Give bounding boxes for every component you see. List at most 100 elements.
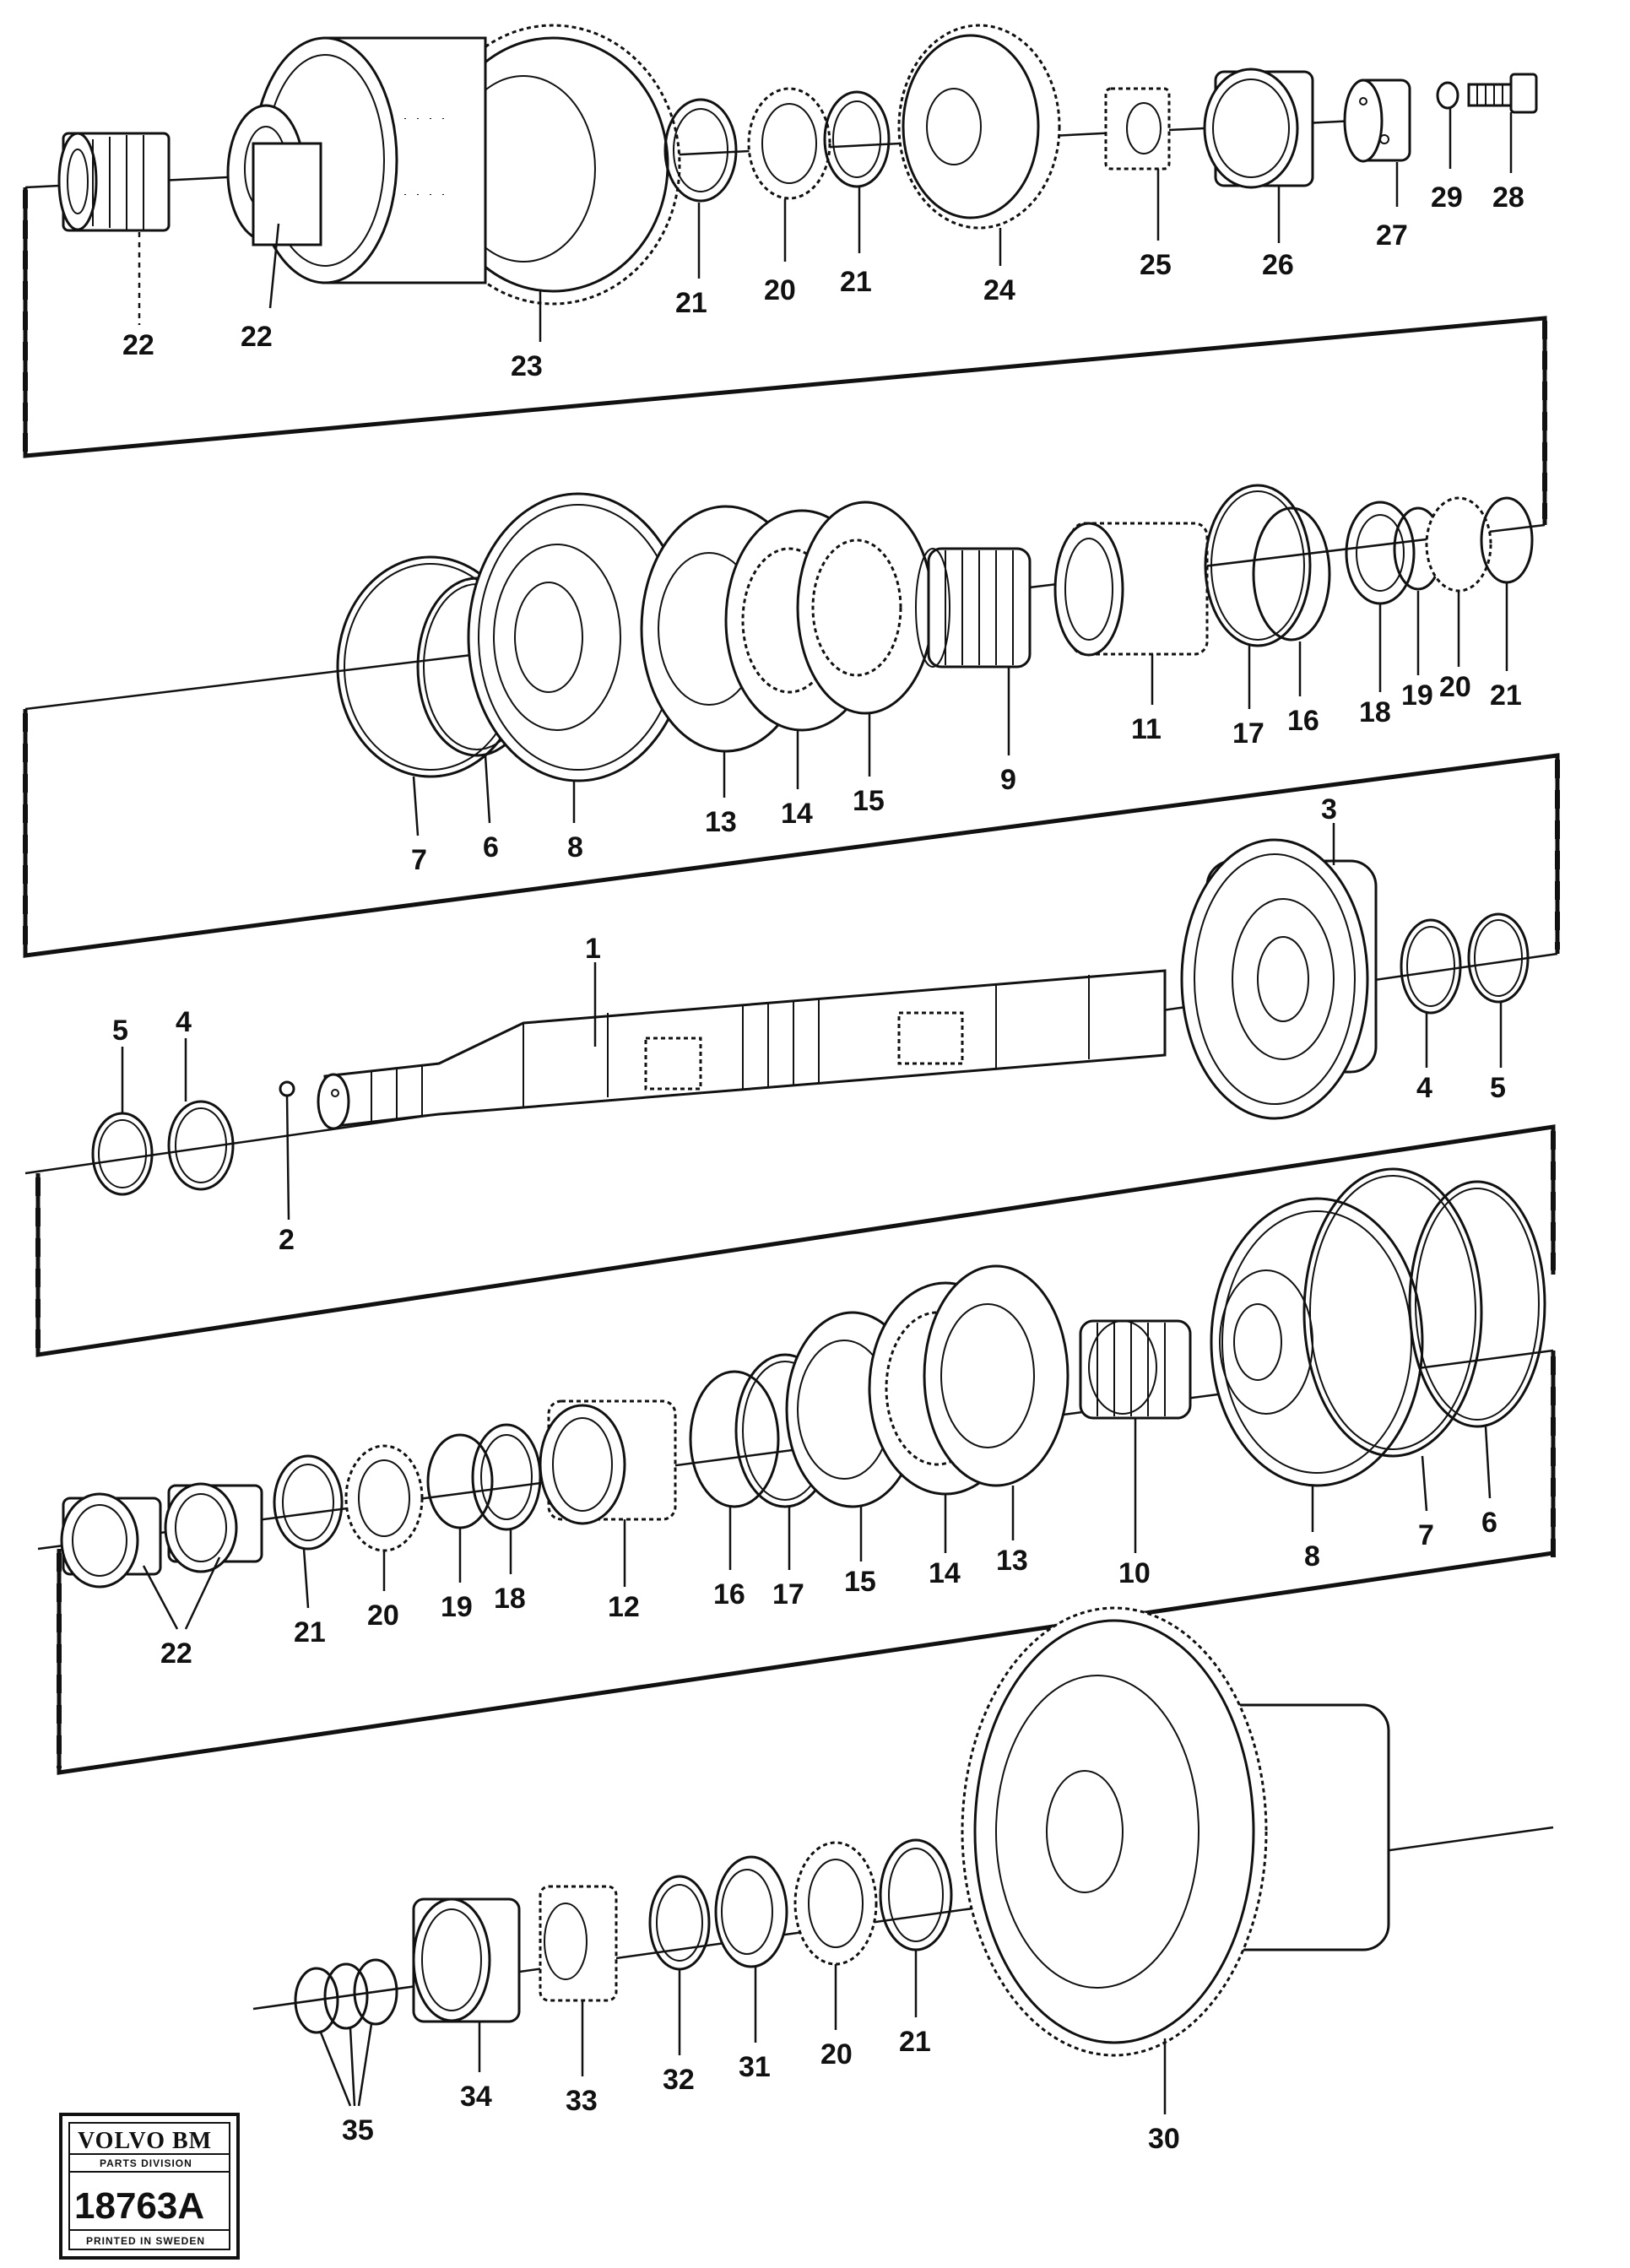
bolt-28: [1467, 73, 1538, 114]
callout-31: 31: [739, 2051, 771, 2083]
ring-16b: [689, 1370, 780, 1508]
callout-6: 6: [483, 831, 499, 863]
callout-2: 2: [279, 1224, 295, 1256]
ball-2: [279, 1080, 295, 1097]
assembly-frame: [23, 187, 1560, 1775]
row-1-leaders: [138, 108, 1513, 342]
callout-20: 20: [820, 2038, 853, 2070]
callout-18: 18: [1359, 696, 1391, 728]
callout-1: 1: [585, 933, 601, 965]
callout-11: 11: [1131, 713, 1162, 745]
sleeve-34: [412, 1897, 521, 2023]
pinion-25: [1104, 87, 1171, 171]
gear-drum-23: [226, 24, 681, 306]
callout-19: 19: [1401, 679, 1433, 712]
end-cap-27: [1343, 78, 1411, 163]
callout-8: 8: [567, 831, 583, 863]
friction-disc-15: [796, 501, 934, 715]
callout-21: 21: [840, 266, 872, 298]
callout-27: 27: [1376, 219, 1408, 252]
callout-21: 21: [1490, 679, 1522, 712]
callout-19: 19: [441, 1591, 473, 1623]
output-gear-30: [961, 1606, 1390, 2057]
row-4-leaders: [142, 1418, 1492, 1630]
callout-22: 22: [160, 1637, 192, 1670]
row-2-clutch-group-a: [24, 484, 1546, 836]
callout-22: 22: [241, 321, 273, 353]
callout-20: 20: [1439, 671, 1471, 703]
callout-10: 10: [1118, 1557, 1151, 1589]
callout-4: 4: [1416, 1072, 1432, 1104]
row-3-main-shaft: [24, 823, 1558, 1221]
thrust-bearing-20: [747, 87, 831, 200]
spring-9: [915, 547, 1032, 668]
callout-21: 21: [294, 1616, 326, 1648]
callout-26: 26: [1262, 249, 1294, 281]
friction-disc-13b: [923, 1264, 1070, 1487]
callout-15: 15: [853, 785, 885, 817]
callout-28: 28: [1492, 181, 1524, 214]
washer-29: [1436, 81, 1459, 110]
gear-24: [897, 24, 1061, 230]
thrust-washer-21: [663, 98, 738, 203]
callout-13: 13: [705, 806, 737, 838]
callout-20: 20: [367, 1600, 399, 1632]
callout-34: 34: [460, 2081, 492, 2113]
needle-bearing-22-pair: [60, 1482, 263, 1589]
o-ring-6b: [1408, 1180, 1546, 1428]
row-2-leaders: [412, 582, 1508, 836]
badge-division: PARTS DIVISION: [100, 2157, 192, 2169]
ring-17: [1204, 484, 1312, 647]
callout-15: 15: [844, 1566, 876, 1598]
callout-7: 7: [1418, 1519, 1434, 1551]
o-ring-7b: [1302, 1167, 1483, 1458]
callout-3: 3: [1321, 793, 1337, 825]
row-3-leaders: [121, 823, 1503, 1221]
row-1-input-group: [24, 24, 1538, 342]
snap-ring-5b: [1467, 912, 1530, 1004]
badge-printed: PRINTED IN SWEDEN: [86, 2235, 205, 2247]
circlip-4: [167, 1100, 235, 1191]
callout-16: 16: [713, 1578, 745, 1610]
callout-23: 23: [511, 350, 543, 382]
badge-illustration-number: 18763A: [74, 2185, 204, 2227]
piston-8b: [1210, 1197, 1424, 1487]
callout-8: 8: [1304, 1540, 1320, 1572]
thrust-bearing-20d: [793, 1841, 878, 1966]
snap-ring-5: [91, 1112, 154, 1196]
callout-4: 4: [176, 1006, 192, 1038]
washer-32: [648, 1875, 711, 1971]
callout-35: 35: [342, 2114, 374, 2146]
callout-30: 30: [1148, 2123, 1180, 2155]
needle-bearing-22: [57, 132, 171, 232]
callout-33: 33: [566, 2085, 598, 2117]
hub-12: [539, 1399, 677, 1525]
callout-12: 12: [608, 1591, 640, 1623]
snap-rings-35: [294, 1958, 398, 2034]
sleeve-26: [1203, 68, 1314, 189]
callout-16: 16: [1287, 705, 1319, 737]
washer-18b: [471, 1423, 542, 1531]
callout-6: 6: [1481, 1507, 1497, 1539]
callout-7: 7: [411, 844, 427, 876]
callout-5: 5: [112, 1015, 128, 1047]
housing-3: [1180, 838, 1378, 1120]
ring-16: [1252, 506, 1331, 641]
row-5-output-group: [252, 1606, 1554, 2114]
callout-22: 22: [122, 329, 154, 361]
callout-5: 5: [1490, 1072, 1506, 1104]
row-5-leaders: [319, 1950, 1167, 2114]
callout-9: 9: [1000, 764, 1016, 796]
callout-14: 14: [781, 798, 813, 830]
washer-21e: [879, 1838, 953, 1951]
callout-13: 13: [996, 1545, 1028, 1577]
main-shaft-1: [317, 969, 1167, 1130]
callout-18: 18: [494, 1583, 526, 1615]
thrust-bearing-20c: [344, 1444, 424, 1552]
callout-29: 29: [1431, 181, 1463, 214]
callout-20: 20: [764, 274, 796, 306]
callout-25: 25: [1140, 249, 1172, 281]
race-31: [714, 1855, 788, 1968]
callout-21: 21: [899, 2026, 931, 2058]
